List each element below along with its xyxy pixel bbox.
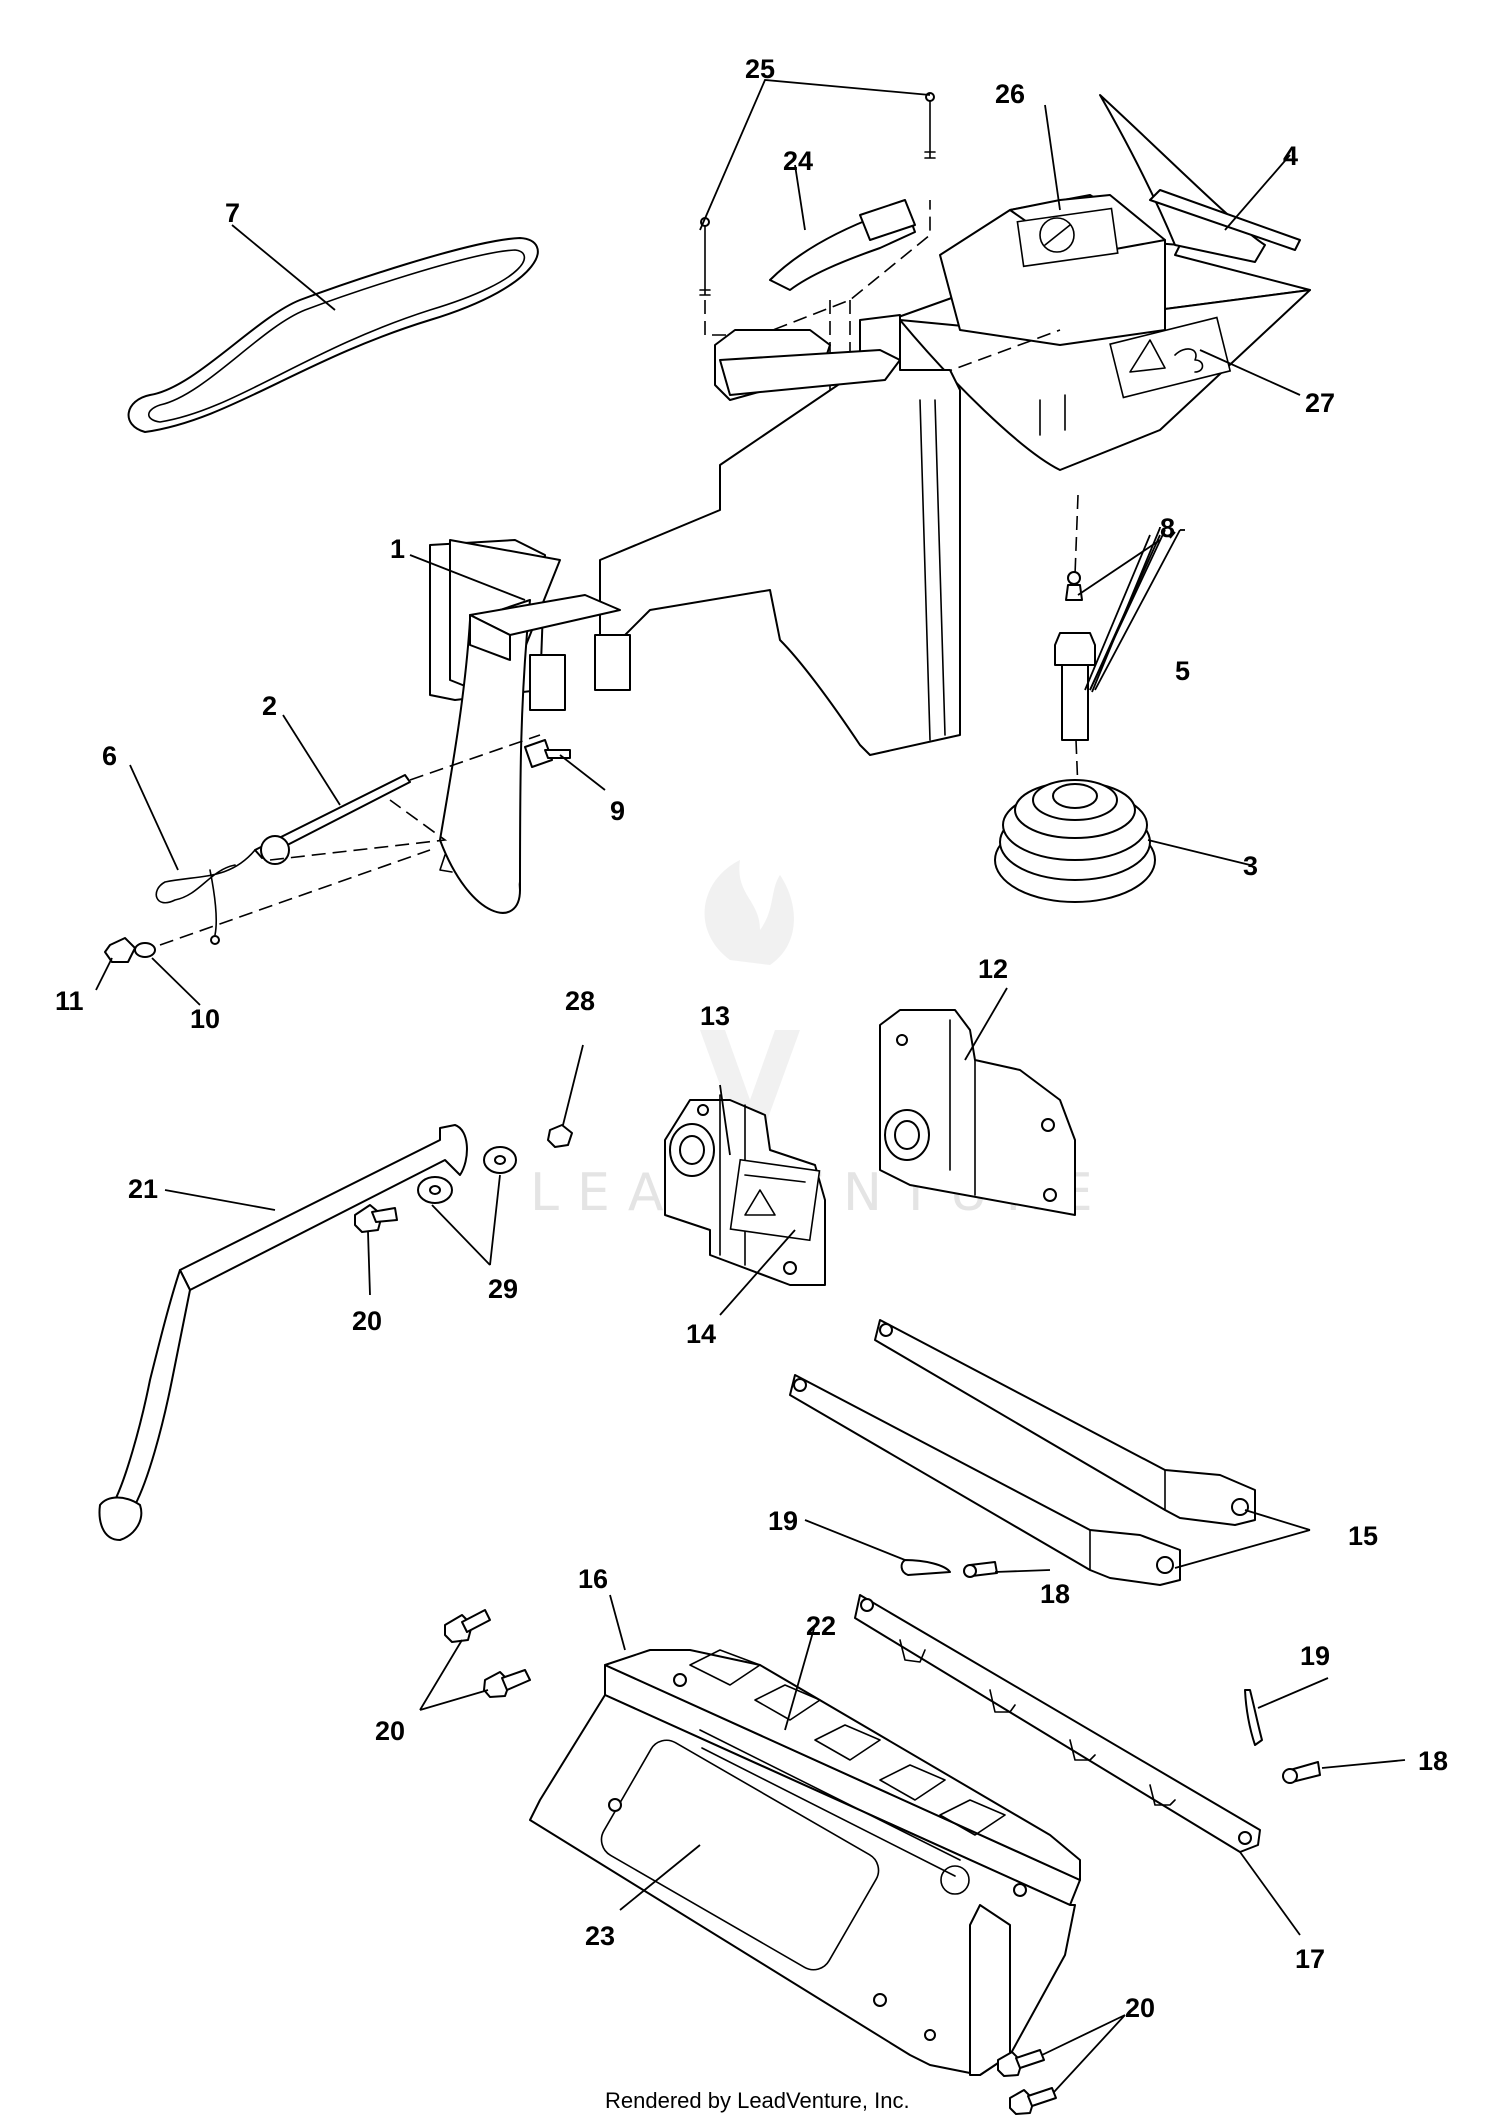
part-21-rod [98, 1124, 468, 1541]
part-2-pin [254, 774, 411, 865]
part-20-bolts-left [444, 1609, 531, 1698]
part-18-pin-b [1282, 1761, 1321, 1784]
callout-14: 14 [686, 1319, 716, 1349]
callout-15: 15 [1348, 1521, 1378, 1551]
callout-9: 9 [610, 796, 625, 826]
callout-20c: 20 [1125, 1993, 1155, 2023]
callout-20b: 20 [375, 1716, 405, 1746]
part-17-bar [854, 1594, 1261, 1853]
part-18-pin-a [963, 1561, 998, 1578]
callout-4: 4 [1283, 141, 1298, 171]
callout-3: 3 [1243, 851, 1258, 881]
callout-12: 12 [978, 954, 1008, 984]
callout-27: 27 [1305, 388, 1335, 418]
part-5-bolt [1054, 632, 1096, 741]
callout-22: 22 [806, 1611, 836, 1641]
callout-19b: 19 [1300, 1641, 1330, 1671]
flame-v-icon [700, 860, 800, 1140]
callout-18a: 18 [1040, 1579, 1070, 1609]
part-14-decal [729, 1158, 821, 1242]
callout-17: 17 [1295, 1944, 1325, 1974]
callout-7: 7 [225, 198, 240, 228]
part-20-bolts-bottom [997, 2049, 1057, 2115]
callout-18b: 18 [1418, 1746, 1448, 1776]
callout-16: 16 [578, 1564, 608, 1594]
callout-26: 26 [995, 79, 1025, 109]
callout-10: 10 [190, 1004, 220, 1034]
part-9-screw [524, 739, 571, 768]
callout-25: 25 [745, 54, 775, 84]
part-1-bracket [429, 314, 961, 914]
callout-5: 5 [1175, 656, 1190, 686]
part-3-pulley [994, 779, 1156, 903]
callout-28: 28 [565, 986, 595, 1016]
callout-21: 21 [128, 1174, 158, 1204]
part-19-clip-a [900, 1559, 951, 1576]
callout-8: 8 [1160, 513, 1175, 543]
part-19-clip-b [1244, 1689, 1263, 1746]
callout-1: 1 [390, 534, 405, 564]
part-16-deck-cover [529, 1649, 1081, 2076]
leader-lines [95, 104, 1406, 2093]
part-24-latch [769, 199, 916, 291]
part-7-belt [127, 237, 539, 433]
part-28-nut [547, 1124, 573, 1148]
part-29-washers [417, 1146, 517, 1204]
part-4-cover [889, 94, 1311, 471]
callout-labels: 1 2 3 4 5 6 7 8 9 10 11 12 13 14 15 16 1… [55, 54, 1448, 2023]
callout-24: 24 [783, 146, 813, 176]
part-25-pins [699, 92, 936, 296]
footer-credit: Rendered by LeadVenture, Inc. [605, 2088, 910, 2113]
part-20-bolt-a [354, 1204, 398, 1233]
callout-23: 23 [585, 1921, 615, 1951]
callout-2: 2 [262, 691, 277, 721]
callout-11: 11 [55, 986, 84, 1016]
part-15-arms [789, 1319, 1256, 1586]
part-6-lanyard [155, 849, 256, 945]
part-10-washer [134, 942, 156, 958]
callout-6: 6 [102, 741, 117, 771]
callout-20a: 20 [352, 1306, 382, 1336]
callout-29: 29 [488, 1274, 518, 1304]
callout-19a: 19 [768, 1506, 798, 1536]
callout-13: 13 [700, 1001, 730, 1031]
part-8-fitting [1065, 571, 1083, 601]
part-11-nut [104, 937, 136, 963]
husqvarna-crown-logo [699, 1729, 970, 1895]
part-12-plate [879, 1009, 1076, 1216]
